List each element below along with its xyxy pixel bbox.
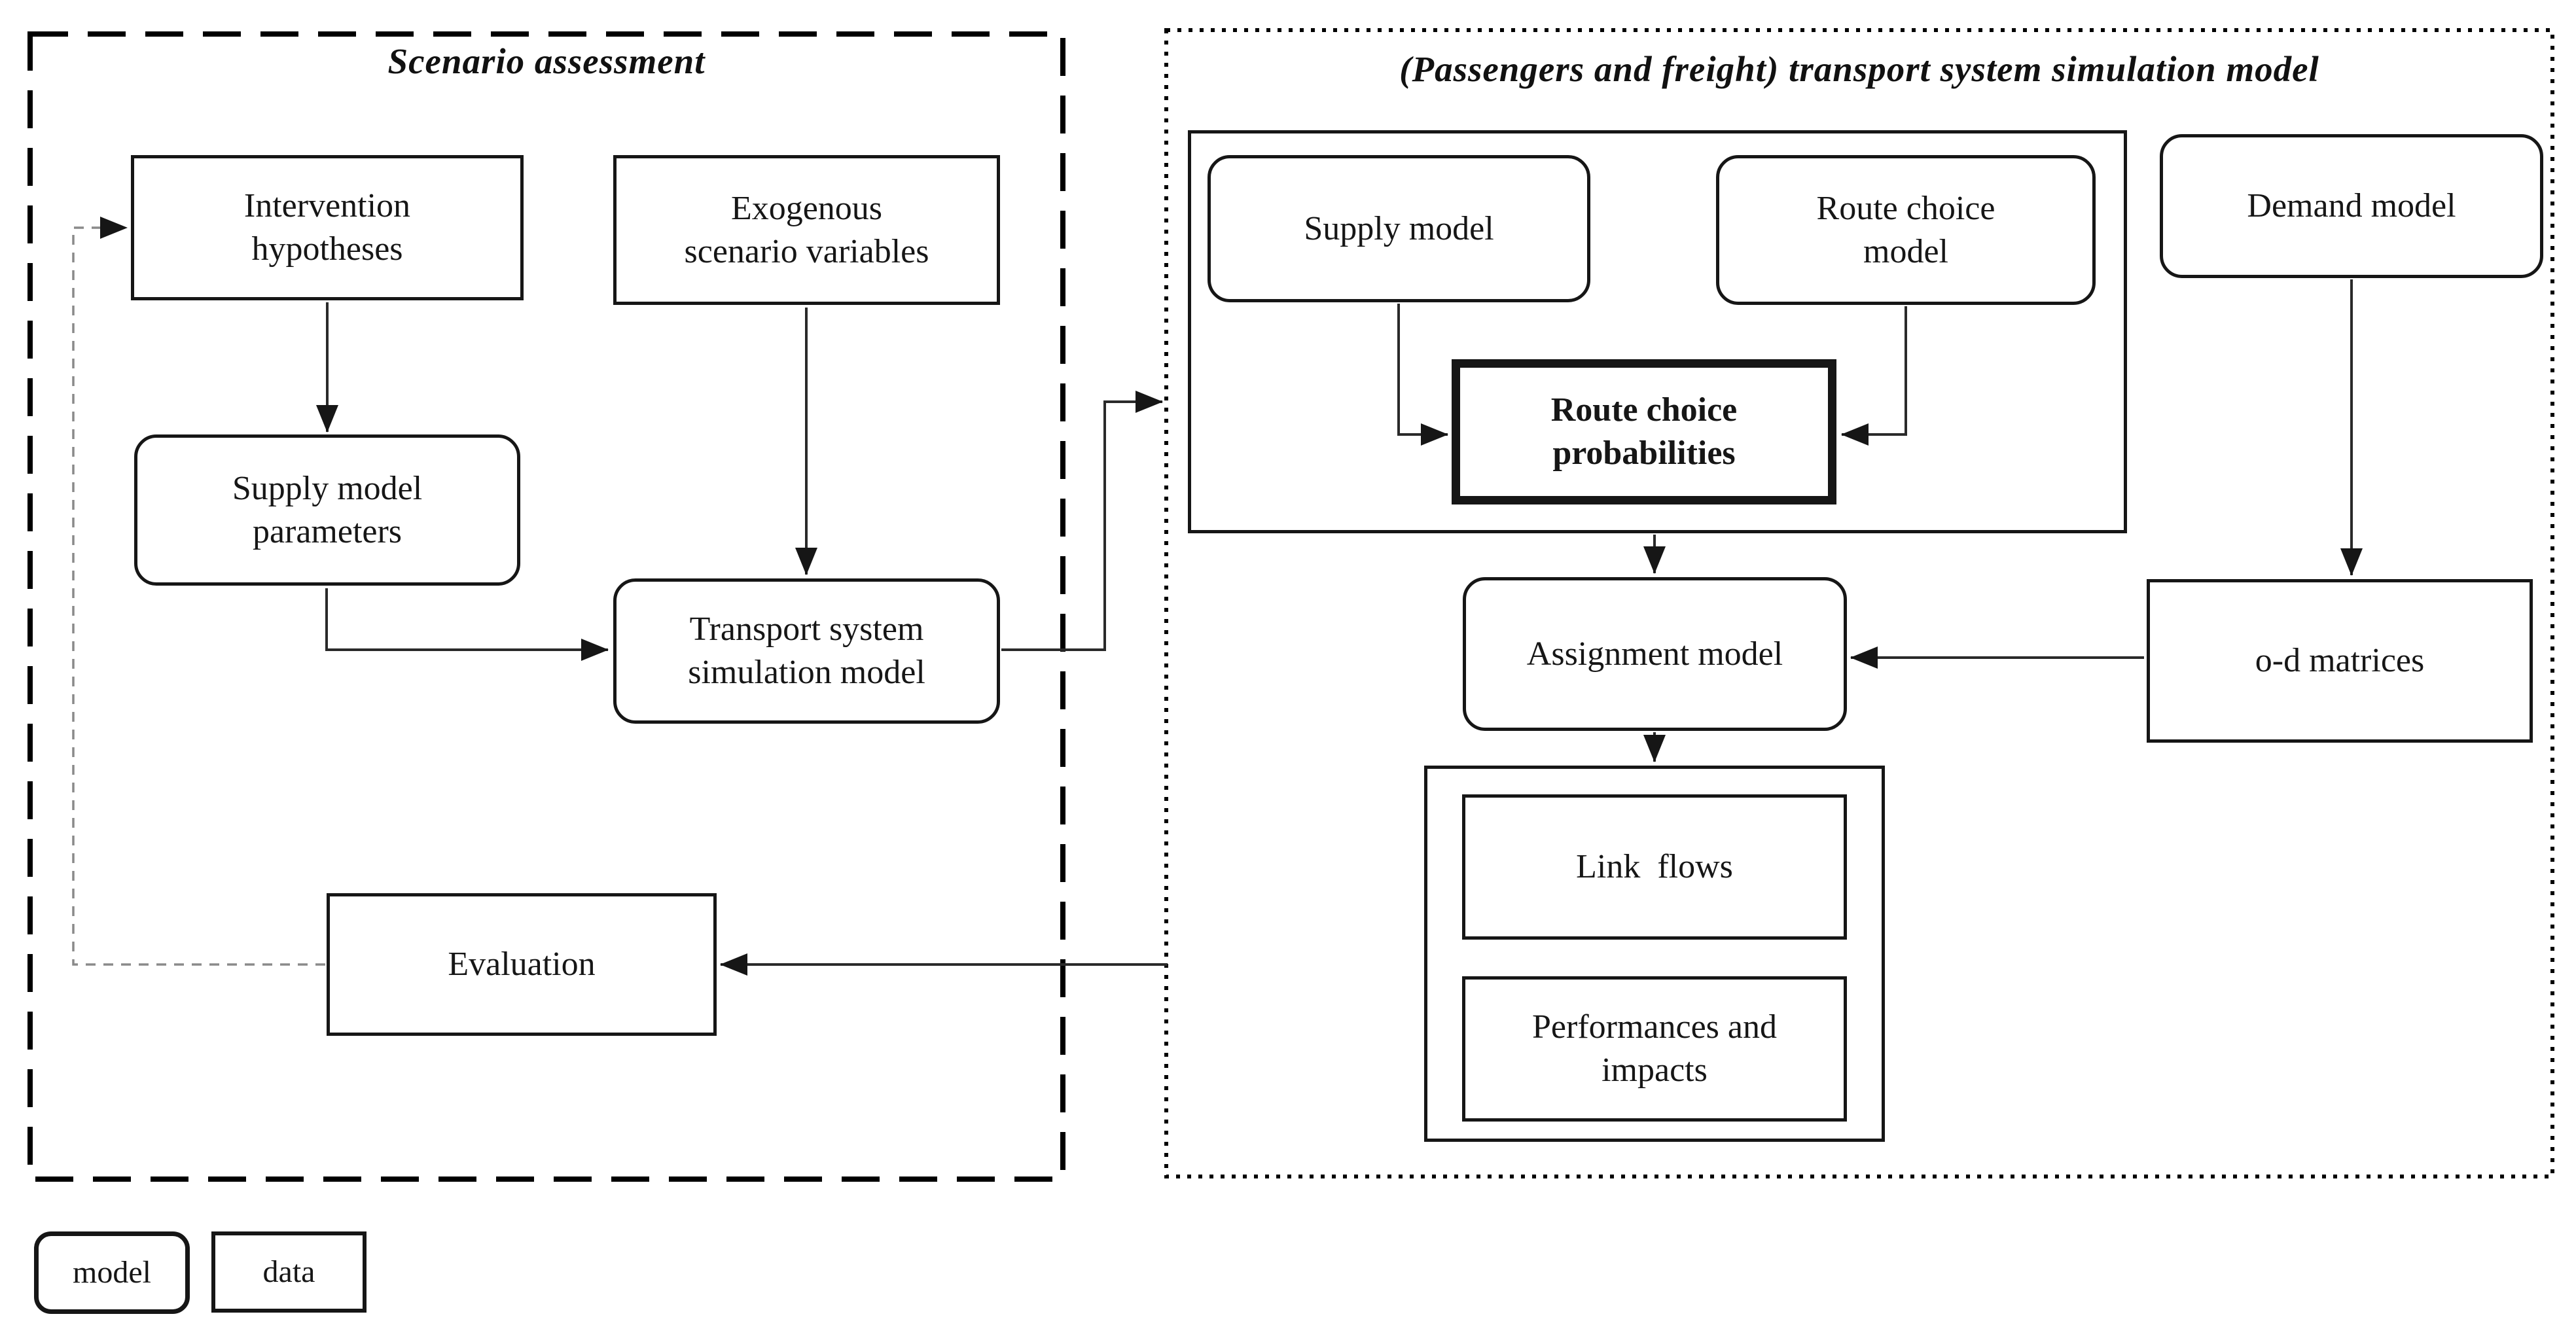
exogenous-scenario-variables-box: Exogenous scenario variables xyxy=(613,155,1000,305)
arrow-route-choice-model-to-probabilities xyxy=(1841,306,1907,446)
demand-model-box: Demand model xyxy=(2160,134,2543,278)
legend-model-key: model xyxy=(34,1231,190,1314)
od-matrices-box: o-d matrices xyxy=(2147,579,2533,743)
route-choice-model-box: Route choice model xyxy=(1716,155,2096,305)
arrow-transport-model-to-simulation-panel xyxy=(1001,391,1163,651)
route-choice-probabilities-box: Route choice probabilities xyxy=(1452,359,1836,504)
simulation-panel-title: (Passengers and freight) transport syste… xyxy=(1399,49,2319,89)
arrow-supply-model-to-probabilities xyxy=(1397,304,1448,446)
intervention-hypotheses-box: Intervention hypotheses xyxy=(131,155,524,300)
legend-data-key: data xyxy=(211,1231,367,1313)
performances-and-impacts-box: Performances and impacts xyxy=(1462,976,1847,1122)
supply-model-box: Supply model xyxy=(1208,155,1590,302)
feedback-evaluation-to-intervention-arrow xyxy=(72,217,325,966)
supply-model-parameters-box: Supply model parameters xyxy=(134,434,520,586)
link-flows-box: Link flows xyxy=(1462,794,1847,940)
scenario-panel-title: Scenario assessment xyxy=(387,41,706,81)
route-choice-models-group-frame xyxy=(1188,130,2127,533)
arrow-supply-parameters-to-transport-model xyxy=(325,588,609,661)
evaluation-box: Evaluation xyxy=(327,893,717,1036)
assignment-outputs-group-frame xyxy=(1424,766,1885,1142)
simulation-panel-border xyxy=(1164,28,2554,1178)
assignment-model-box: Assignment model xyxy=(1463,577,1847,731)
transport-system-simulation-model-box: Transport system simulation model xyxy=(613,578,1000,724)
